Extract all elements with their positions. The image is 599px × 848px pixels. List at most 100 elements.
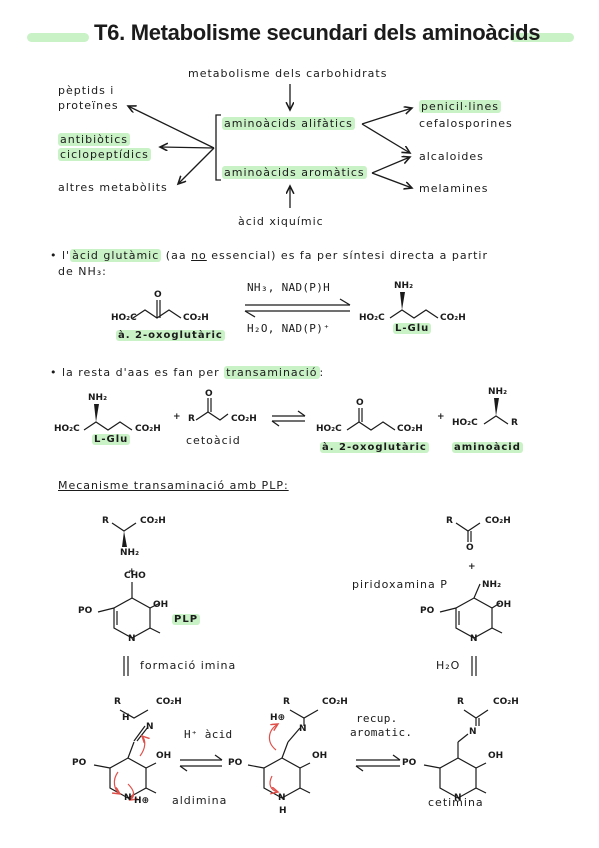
label-antibiotics-1: antibiòtics (58, 133, 130, 146)
trans-oxo-o: O (356, 398, 364, 408)
mech-aa-r: R (102, 516, 109, 526)
mech-mid-hplus: H⊕ (270, 713, 286, 723)
glu-right-nh2: NH₂ (394, 281, 414, 291)
label-melamines: melamines (419, 182, 489, 195)
mech-keto-o: O (466, 543, 474, 553)
trans-lglu: L-Glu (92, 434, 131, 445)
mech-recup-2: aromatic. (350, 726, 413, 739)
glu-oxo-label: à. 2-oxoglutàric (116, 330, 225, 341)
glu-lglu-label: L-Glu (393, 323, 432, 334)
title-bar-right (510, 33, 574, 42)
label-xiquimic: àcid xiquímic (238, 215, 324, 228)
label-cefalosporines: cefalosporines (419, 117, 513, 130)
mech-aldimina: aldimina (172, 794, 228, 807)
label-alcaloides: alcaloides (419, 150, 484, 163)
mech-heading: Mecanisme transaminació amb PLP: (58, 479, 289, 492)
glu-reagent-bottom: H₂O, NAD(P)⁺ (247, 322, 331, 335)
mech-cet-n-ring: N (454, 793, 462, 803)
mech-ald-n: N (146, 722, 154, 732)
trans-keto-co2h: CO₂H (231, 414, 257, 424)
mech-ald-co2h: CO₂H (156, 697, 182, 707)
trans-plus-2: + (437, 412, 445, 422)
trans-aminoacid: aminoàcid (452, 442, 523, 453)
mech-plp-oh: OH (153, 600, 169, 610)
page-title: T6. Metabolisme secundari dels aminoàcid… (94, 20, 541, 45)
trans-cetoacid: cetoàcid (186, 434, 241, 447)
label-peptids-1: pèptids i (58, 84, 115, 97)
mech-cetimina: cetimina (428, 796, 484, 809)
glu-reagent-top: NH₃, NAD(P)H (247, 281, 331, 294)
mech-ald-n-ring: N (124, 793, 132, 803)
title-bar-left (27, 33, 89, 42)
mech-mid-oh: OH (312, 751, 328, 761)
mech-plp-po: PO (78, 606, 93, 616)
mech-cho: CHO (124, 571, 146, 581)
mech-cet-r: R (457, 697, 464, 707)
label-aromatic: aminoàcids aromàtics (222, 166, 367, 179)
trans-nh2: NH₂ (88, 393, 108, 403)
label-peptids-2: proteïnes (58, 99, 119, 112)
label-carbohydrates: metabolisme dels carbohidrats (188, 67, 388, 80)
mech-mid-r: R (283, 697, 290, 707)
glu-line-2: de NH₃: (58, 265, 107, 278)
mech-keto-r: R (446, 516, 453, 526)
trans-line-start: • la resta d'aas es fan per (50, 366, 225, 379)
mech-cet-n: N (469, 727, 477, 737)
mech-aa-co2h: CO₂H (140, 516, 166, 526)
glu-co2h: CO₂H (183, 313, 209, 323)
label-aliphatic: aminoàcids alifàtics (222, 117, 355, 130)
glu-ho2c: HO₂C (111, 313, 137, 323)
mech-cet-co2h: CO₂H (493, 697, 519, 707)
mech-ald-po: PO (72, 758, 87, 768)
mech-pyr-po: PO (420, 606, 435, 616)
trans-aa-nh2: NH₂ (488, 387, 508, 397)
trans-aa-ho2c: HO₂C (452, 418, 478, 428)
mech-ald-r: R (114, 697, 121, 707)
mech-ald-oh: OH (156, 751, 172, 761)
mech-hacid: H⁺ àcid (184, 728, 233, 741)
trans-plus-1: + (173, 412, 181, 422)
mech-h2o: H₂O (436, 659, 461, 672)
trans-keto-o: O (205, 389, 213, 399)
trans-line-end: : (319, 366, 325, 379)
mech-plp-label: PLP (172, 614, 201, 625)
mech-mid-co2h: CO₂H (322, 697, 348, 707)
glu-o: O (154, 290, 162, 300)
trans-co2h: CO₂H (135, 424, 161, 434)
mech-pyr-n: N (470, 634, 478, 644)
glu-line-1-end: essencial) es fa per síntesi directa a p… (206, 249, 488, 262)
label-penicillines: penicil·lines (419, 100, 502, 113)
trans-oxo-co2h: CO₂H (397, 424, 423, 434)
mech-ald-hplus: H⊕ (134, 796, 150, 806)
trans-ho2c: HO₂C (54, 424, 80, 434)
mech-keto-co2h: CO₂H (485, 516, 511, 526)
mech-plus-right: + (468, 562, 476, 572)
glu-right-ho2c: HO₂C (359, 313, 385, 323)
label-antibiotics-2: ciclopeptídics (58, 148, 151, 161)
glu-line-1: • l'àcid glutàmic (aa no essencial) es f… (50, 249, 488, 262)
mech-plp-n: N (128, 634, 136, 644)
trans-oxo-label: à. 2-oxoglutàric (320, 442, 429, 453)
mech-plus-left: + (128, 567, 136, 577)
trans-aa-r: R (511, 418, 518, 428)
glu-line-1-start: • l' (50, 249, 71, 262)
mech-aa-nh2: NH₂ (120, 548, 140, 558)
mech-ald-h: H (122, 713, 130, 723)
glu-line-1-highlight: àcid glutàmic (70, 249, 162, 262)
mech-mid-n: N (299, 724, 307, 734)
mech-cet-po: PO (402, 758, 417, 768)
trans-keto-r: R (188, 414, 195, 424)
glu-line-1-mid: (aa (161, 249, 192, 262)
mech-pyr-oh: OH (496, 600, 512, 610)
mech-pyr-nh2: NH₂ (482, 580, 502, 590)
mech-mid-po: PO (228, 758, 243, 768)
mech-mid-n-ring: N (278, 793, 286, 803)
mech-piridoxamina: piridoxamina P (352, 578, 448, 591)
mech-formacio: formació imina (140, 659, 237, 672)
trans-line-highlight: transaminació (224, 366, 320, 379)
mech-mid-h-ring: H (279, 806, 287, 816)
mech-recup-1: recup. (356, 712, 398, 725)
trans-oxo-ho2c: HO₂C (316, 424, 342, 434)
glu-right-co2h: CO₂H (440, 313, 466, 323)
